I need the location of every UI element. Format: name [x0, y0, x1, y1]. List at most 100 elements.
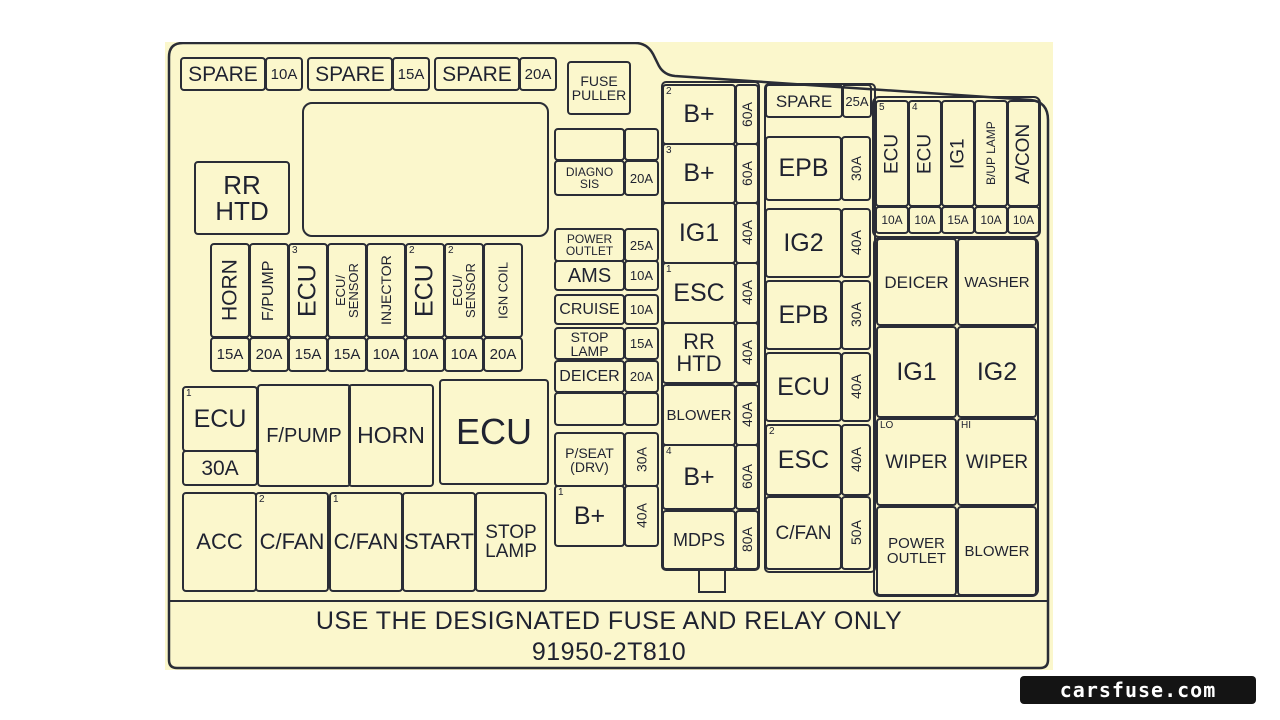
ig1-fuse: IG1	[941, 100, 975, 207]
ecu-relay: ECU	[439, 379, 549, 485]
cruise-rating: 10A	[624, 294, 659, 325]
diagnosis-rating: 20A	[624, 160, 659, 196]
cruise: CRUISE	[554, 294, 625, 325]
ams-rating: 10A	[624, 260, 659, 291]
top-blank-1	[554, 128, 625, 161]
ig2-multi-rating: 40A	[841, 208, 871, 278]
ecu-sensor-2-rating: 10A	[444, 337, 484, 372]
bplus-3: B+	[662, 143, 736, 204]
spare-15a: SPARE	[307, 57, 393, 91]
ecu-fuse-5-rating: 10A	[875, 206, 909, 234]
spare-20a: SPARE	[434, 57, 520, 91]
ig1-fuse-rating: 15A	[941, 206, 975, 234]
horn-fuse: HORN	[210, 243, 250, 338]
cfan-relay-1: C/FAN	[329, 492, 403, 592]
acon-fuse-rating: 10A	[1007, 206, 1040, 234]
rr-htd-relay: RR HTD	[194, 161, 290, 235]
deicer-fuse-rating: 20A	[624, 360, 659, 393]
ig1-relay: IG1	[876, 326, 957, 418]
brand-watermark: carsfuse.com	[1020, 676, 1256, 704]
wiper-lo-relay: WIPER	[876, 418, 957, 506]
esc-1: ESC	[662, 262, 736, 324]
ecu-fuse-5: ECU	[875, 100, 909, 207]
ecu-fuse-1-rating: 30A	[182, 450, 258, 486]
diagnosis: DIAGNO SIS	[554, 160, 625, 196]
bplus-1-rating: 40A	[624, 485, 659, 547]
ecu-sensor-1: ECU/ SENSOR	[327, 243, 367, 338]
power-outlet-relay: POWER OUTLET	[876, 506, 957, 596]
blower-fuse-rating: 40A	[735, 384, 759, 446]
ign-coil: IGN COIL	[483, 243, 523, 338]
ecu-multi-rating: 40A	[841, 352, 871, 422]
ecu-fuse-1: ECU	[182, 386, 258, 452]
acon-fuse: A/CON	[1007, 100, 1040, 207]
ecu-fuse-3: ECU	[288, 243, 328, 338]
epb-1: EPB	[765, 136, 842, 201]
ecu-sensor-2: ECU/ SENSOR	[444, 243, 484, 338]
rr-htd-fuse: RR HTD	[662, 322, 736, 384]
part-number: 91950-2T810	[531, 638, 687, 666]
epb-2: EPB	[765, 280, 842, 350]
acc-relay: ACC	[182, 492, 257, 592]
stop-lamp-fuse-rating: 15A	[624, 327, 659, 360]
injector: INJECTOR	[366, 243, 406, 338]
deicer-relay: DEICER	[876, 238, 957, 326]
power-outlet-rating: 25A	[624, 228, 659, 262]
top-blank-2	[624, 128, 659, 161]
ig2-multi: IG2	[765, 208, 842, 278]
ecu-fuse-2: ECU	[405, 243, 445, 338]
bplus-1: B+	[554, 485, 625, 547]
spare-15a-rating: 15A	[392, 57, 430, 91]
bplus-2-rating: 60A	[735, 84, 759, 145]
stop-lamp-relay: STOP LAMP	[475, 492, 547, 592]
bup-lamp-rating: 10A	[974, 206, 1008, 234]
bplus-4: B+	[662, 444, 736, 510]
mid-blank-2	[624, 392, 659, 426]
esc-1-rating: 40A	[735, 262, 759, 324]
ecu-multi: ECU	[765, 352, 842, 422]
blower-fuse: BLOWER	[662, 384, 736, 446]
injector-rating: 10A	[366, 337, 406, 372]
ecu-fuse-4-rating: 10A	[908, 206, 942, 234]
spare-10a-rating: 10A	[265, 57, 303, 91]
mid-blank-1	[554, 392, 625, 426]
footer-instruction: USE THE DESIGNATED FUSE AND RELAY ONLY	[315, 607, 903, 635]
ecu-fuse-3-rating: 15A	[288, 337, 328, 372]
stop-lamp-fuse: STOP LAMP	[554, 327, 625, 360]
deicer-fuse: DEICER	[554, 360, 625, 393]
fpump-fuse: F/PUMP	[249, 243, 289, 338]
ig2-relay: IG2	[957, 326, 1037, 418]
horn-fuse-rating: 15A	[210, 337, 250, 372]
bplus-3-rating: 60A	[735, 143, 759, 204]
blower-relay: BLOWER	[957, 506, 1037, 596]
mdps-rating: 80A	[735, 510, 759, 570]
wiper-hi-relay: WIPER	[957, 418, 1037, 506]
power-outlet: POWER OUTLET	[554, 228, 625, 262]
rr-htd-fuse-rating: 40A	[735, 322, 759, 384]
ecu-fuse-2-rating: 10A	[405, 337, 445, 372]
bplus-2: B+	[662, 84, 736, 145]
ig1-multi: IG1	[662, 202, 736, 264]
mdps: MDPS	[662, 510, 736, 570]
cfan-multi-rating: 50A	[841, 496, 871, 570]
washer-relay: WASHER	[957, 238, 1037, 326]
spare-10a: SPARE	[180, 57, 266, 91]
start-relay: START	[402, 492, 476, 592]
bplus-4-rating: 60A	[735, 444, 759, 510]
fpump-fuse-rating: 20A	[249, 337, 289, 372]
horn-relay: HORN	[348, 384, 434, 487]
pseat-drv-rating: 30A	[624, 432, 659, 487]
fuse-puller: FUSE PULLER	[567, 61, 631, 115]
spare-20a-rating: 20A	[519, 57, 557, 91]
cfan-multi: C/FAN	[765, 496, 842, 570]
esc-2: ESC	[765, 424, 842, 496]
ig1-multi-rating: 40A	[735, 202, 759, 264]
epb-1-rating: 30A	[841, 136, 871, 201]
ecu-fuse-4: ECU	[908, 100, 942, 207]
spare-25a-rating: 25A	[842, 84, 872, 118]
bup-lamp: B/UP LAMP	[974, 100, 1008, 207]
ign-coil-rating: 20A	[483, 337, 523, 372]
cfan-relay-2: C/FAN	[255, 492, 329, 592]
